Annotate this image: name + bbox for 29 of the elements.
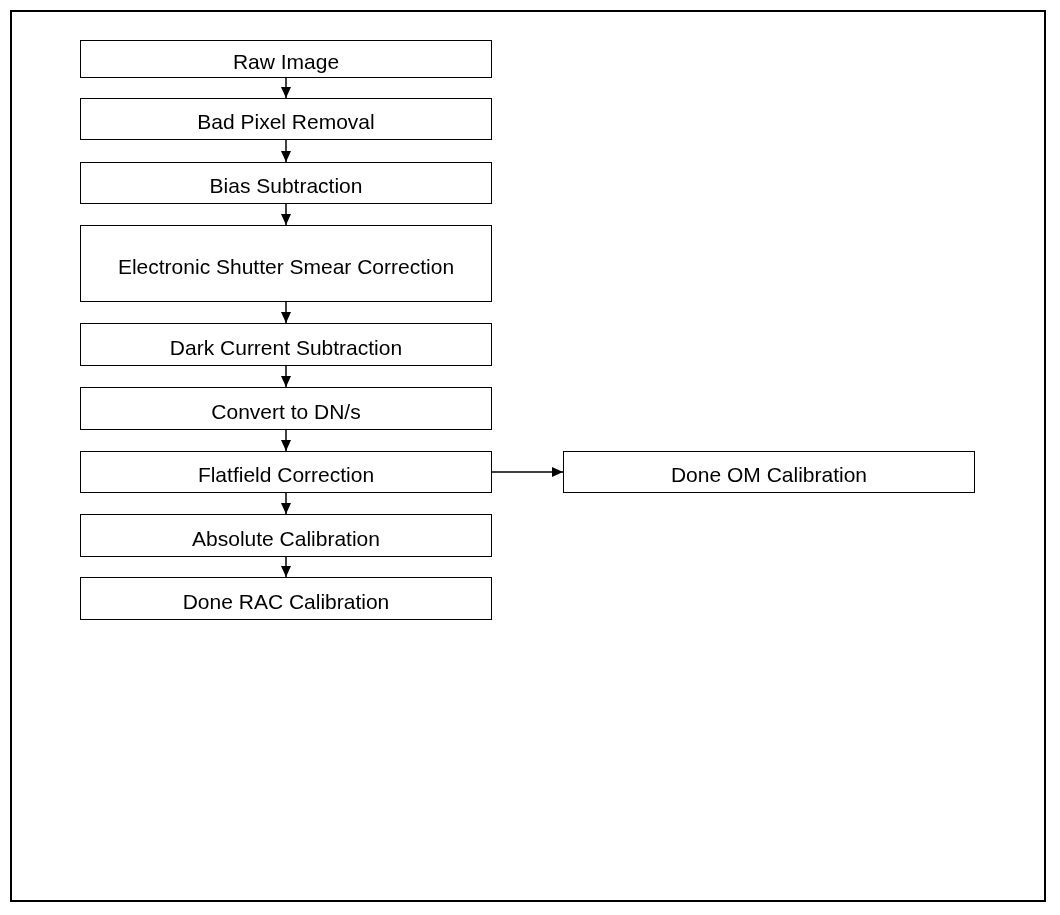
process-box	[563, 451, 975, 493]
box-label: Absolute Calibration	[192, 525, 380, 552]
process-box	[80, 225, 492, 302]
arrow	[281, 203, 291, 226]
box-label: Done RAC Calibration	[182, 588, 390, 615]
process-box	[80, 387, 492, 430]
process-box	[80, 514, 492, 557]
box-label: Bad Pixel Removal	[197, 109, 375, 136]
box-label: Flatfield Correction	[197, 462, 375, 489]
box-label: Convert to DN/s	[211, 398, 361, 425]
box-label: Bias Subtraction	[209, 173, 363, 200]
arrow	[281, 365, 291, 388]
arrow	[281, 301, 291, 324]
arrow	[281, 139, 291, 163]
arrow	[281, 556, 291, 578]
box-label: Done OM Calibration	[670, 462, 868, 489]
box-label: Raw Image	[232, 49, 340, 76]
arrow	[281, 492, 291, 515]
arrow	[281, 77, 291, 99]
process-box	[80, 577, 492, 620]
box-label: Electronic Shutter Smear Correction	[117, 253, 455, 280]
arrow	[491, 467, 564, 477]
process-box	[80, 98, 492, 140]
process-box	[80, 40, 492, 78]
process-box	[80, 323, 492, 366]
box-label: Dark Current Subtraction	[169, 334, 403, 361]
process-box	[80, 451, 492, 493]
process-box	[80, 162, 492, 204]
arrow	[281, 429, 291, 452]
